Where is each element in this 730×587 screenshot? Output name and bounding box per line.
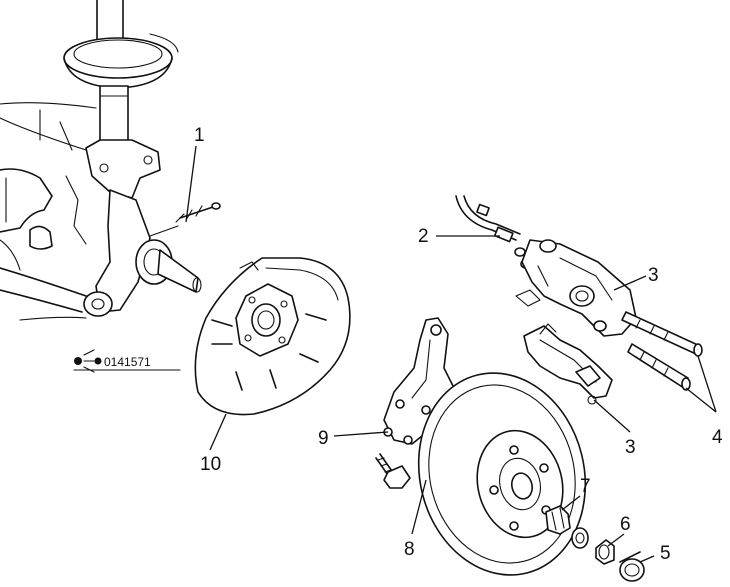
reference-arrow-icon bbox=[83, 349, 95, 373]
brake-caliper bbox=[515, 239, 637, 337]
callout-labels: 1 2 3 3 4 5 6 7 8 9 10 bbox=[194, 125, 723, 564]
suspension-strut-and-knuckle bbox=[0, 0, 221, 321]
callout-3-pad: 3 bbox=[625, 437, 636, 458]
reference-symbol-icon bbox=[74, 357, 82, 365]
callout-4: 4 bbox=[712, 427, 723, 448]
callout-10: 10 bbox=[200, 454, 221, 475]
caliper-guide-pins bbox=[621, 311, 703, 391]
wheel-bearing bbox=[595, 539, 615, 565]
callout-9: 9 bbox=[318, 428, 329, 449]
callout-1: 1 bbox=[194, 125, 205, 146]
callout-2: 2 bbox=[418, 226, 429, 247]
thrust-washer bbox=[571, 527, 589, 549]
callout-7: 7 bbox=[580, 476, 591, 497]
callout-5: 5 bbox=[660, 543, 671, 564]
bracket-bolt bbox=[375, 453, 411, 489]
reference-code: 0141571 bbox=[104, 355, 151, 369]
callout-8: 8 bbox=[404, 539, 415, 560]
callout-3-caliper: 3 bbox=[648, 265, 659, 286]
reference-dot-icon bbox=[94, 357, 102, 365]
brake-pad bbox=[523, 323, 613, 405]
callout-6: 6 bbox=[620, 514, 631, 535]
hub-cap bbox=[619, 551, 645, 582]
brake-hose bbox=[455, 195, 532, 269]
figure-reference: 0141571 bbox=[73, 349, 181, 373]
caliper-mounting-bracket bbox=[383, 317, 487, 445]
hub-nut bbox=[545, 505, 571, 535]
dust-shield bbox=[194, 257, 351, 416]
callout-leaders bbox=[185, 145, 717, 563]
brake-disc bbox=[417, 372, 587, 576]
